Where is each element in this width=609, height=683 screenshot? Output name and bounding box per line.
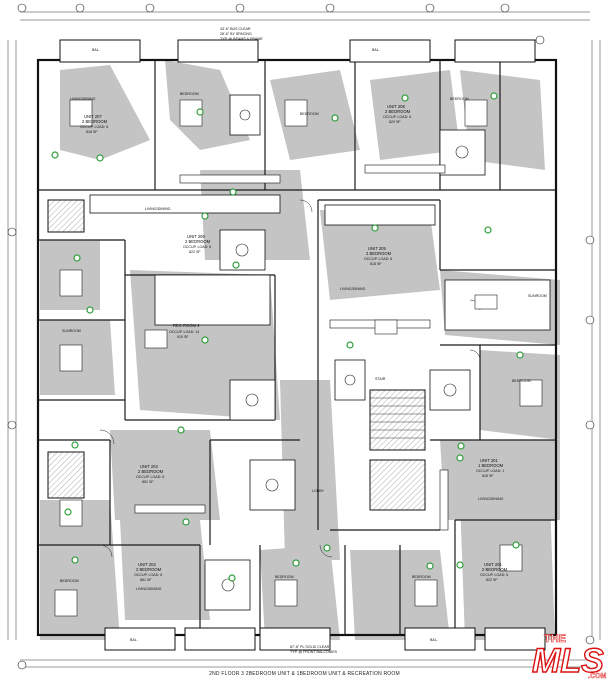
- drawing-caption: 2ND FLOOR 3 2BEDROOM UNIT & 1BEDROOM UNI…: [209, 671, 400, 677]
- rec-room-load: OCCUP. LOAD: 14: [169, 330, 199, 334]
- balconies-bottom: [104, 627, 546, 651]
- unit-201b-area: 822 SF: [486, 578, 498, 582]
- unit-201b-type: 2 BEDROOM: [482, 567, 508, 572]
- unit-202-title: UNIT 202: [138, 562, 157, 567]
- top-note-1: 43'-6" BUS CLEAR: [220, 27, 251, 31]
- unit-208-title: UNIT 208: [387, 104, 406, 109]
- unit-208-load: OCCUP. LOAD: 6: [383, 115, 411, 119]
- logo-the: THE: [544, 633, 566, 645]
- unit-207-title: UNIT 207: [84, 114, 103, 119]
- interior-walls: [38, 60, 556, 635]
- living-dining-label-d: LIVING/DINING: [478, 497, 504, 501]
- room-cutouts: [89, 194, 551, 331]
- lobby-label: LOBBY: [312, 489, 325, 493]
- top-note-2: 28'-6" BY SPACING: [220, 32, 252, 36]
- bedroom-label-e: BEDROOM: [60, 579, 79, 583]
- unit-201-area: 815 SF: [482, 474, 494, 478]
- dimension-lines: [7, 11, 601, 668]
- stair-label: STAIR: [375, 377, 386, 381]
- unit-206-title: UNIT 206: [187, 234, 206, 239]
- top-note-3: TYP. @ BEAMS & FRAME: [220, 37, 263, 41]
- dimension-notes: 43'-6" BUS CLEAR 28'-6" BY SPACING TYP. …: [220, 27, 338, 654]
- room-labels: UNIT 207 2 BEDROOM OCCUP. LOAD: 6 818 SF…: [60, 48, 547, 642]
- unit-201-type: 1 BEDROOM: [478, 463, 504, 468]
- bedroom-label-d: BEDROOM: [512, 379, 531, 383]
- unit-208-area: 820 SF: [389, 120, 401, 124]
- sunroom-label-a: SUNROOM: [62, 329, 81, 333]
- living-dining-label-b: LIVING/DINING: [145, 207, 171, 211]
- stair-core: [47, 199, 426, 511]
- balcony-label-a: BAL.: [92, 48, 100, 52]
- bedroom-label-g: BEDROOM: [412, 575, 431, 579]
- unit-206-area: 822 SF: [189, 250, 201, 254]
- logo-mls: MLS: [532, 642, 604, 680]
- unit-202-area: 861 SF: [140, 578, 152, 582]
- unit-201b-title: UNIT 201: [484, 562, 503, 567]
- unit-202-type: 2 BEDROOM: [136, 567, 162, 572]
- bedroom-label-c: BEDROOM: [450, 97, 469, 101]
- unit-201-load: OCCUP. LOAD: 1: [476, 469, 504, 473]
- living-dining-label-c: LIVING/DINING: [340, 287, 366, 291]
- unit-203-title: UNIT 203: [140, 464, 159, 469]
- unit-206-type: 2 BEDROOM: [185, 239, 211, 244]
- balcony-label-b: BAL.: [372, 48, 380, 52]
- unit-205-type: 2 BEDROOM: [366, 251, 392, 256]
- unit-207-type: 2 BEDROOM: [82, 119, 108, 124]
- unit-207-area: 818 SF: [86, 130, 98, 134]
- rec-room-title: REC ROOM 2: [173, 323, 200, 328]
- stair-treads: [370, 397, 425, 439]
- unit-207-load: OCCUP. LOAD: 6: [80, 125, 108, 129]
- unit-201b-load: OCCUP. LOAD: 6: [480, 573, 508, 577]
- green-markers: [51, 92, 524, 582]
- unit-203-load: OCCUP. LOAD: 6: [136, 475, 164, 479]
- unit-205-title: UNIT 205: [368, 246, 387, 251]
- logo-com: .COM: [588, 673, 606, 680]
- unit-208-type: 2 BEDROOM: [385, 109, 411, 114]
- unit-203-type: 2 BEDROOM: [138, 469, 164, 474]
- unit-202-load: OCCUP. LOAD: 6: [134, 573, 162, 577]
- balcony-label-c: BAL.: [130, 638, 138, 642]
- fixtures: [221, 109, 469, 592]
- bedroom-label-f: BEDROOM: [275, 575, 294, 579]
- grid-bubbles: [7, 3, 595, 670]
- sunroom-label-b: SUNROOM: [528, 294, 547, 298]
- unit-205-load: OCCUP. LOAD: 6: [364, 257, 392, 261]
- bedroom-label-b: BEDROOM: [300, 112, 319, 116]
- unit-201-title: UNIT 201: [480, 458, 499, 463]
- unit-203-area: 851 SF: [142, 480, 154, 484]
- unit-206-load: OCCUP. LOAD: 6: [183, 245, 211, 249]
- unit-205-area: 818 SF: [370, 262, 382, 266]
- mls-logo: THE MLS .COM: [531, 633, 606, 680]
- bottom-note-2: TYP. @ FRONT BALCONIES: [290, 650, 338, 654]
- rec-room-area: 910 SF: [177, 335, 189, 339]
- balconies-top: [59, 39, 536, 63]
- bottom-note-1: 87'-6" PL SOLID CLEAR: [290, 645, 330, 649]
- living-dining-label-e: LIVING/DINING: [136, 587, 162, 591]
- living-dining-label-a: LIVING/DINING: [70, 97, 96, 101]
- bathrooms: [204, 94, 486, 611]
- bedroom-label-a: BEDROOM: [180, 92, 199, 96]
- balcony-label-d: BAL.: [430, 638, 438, 642]
